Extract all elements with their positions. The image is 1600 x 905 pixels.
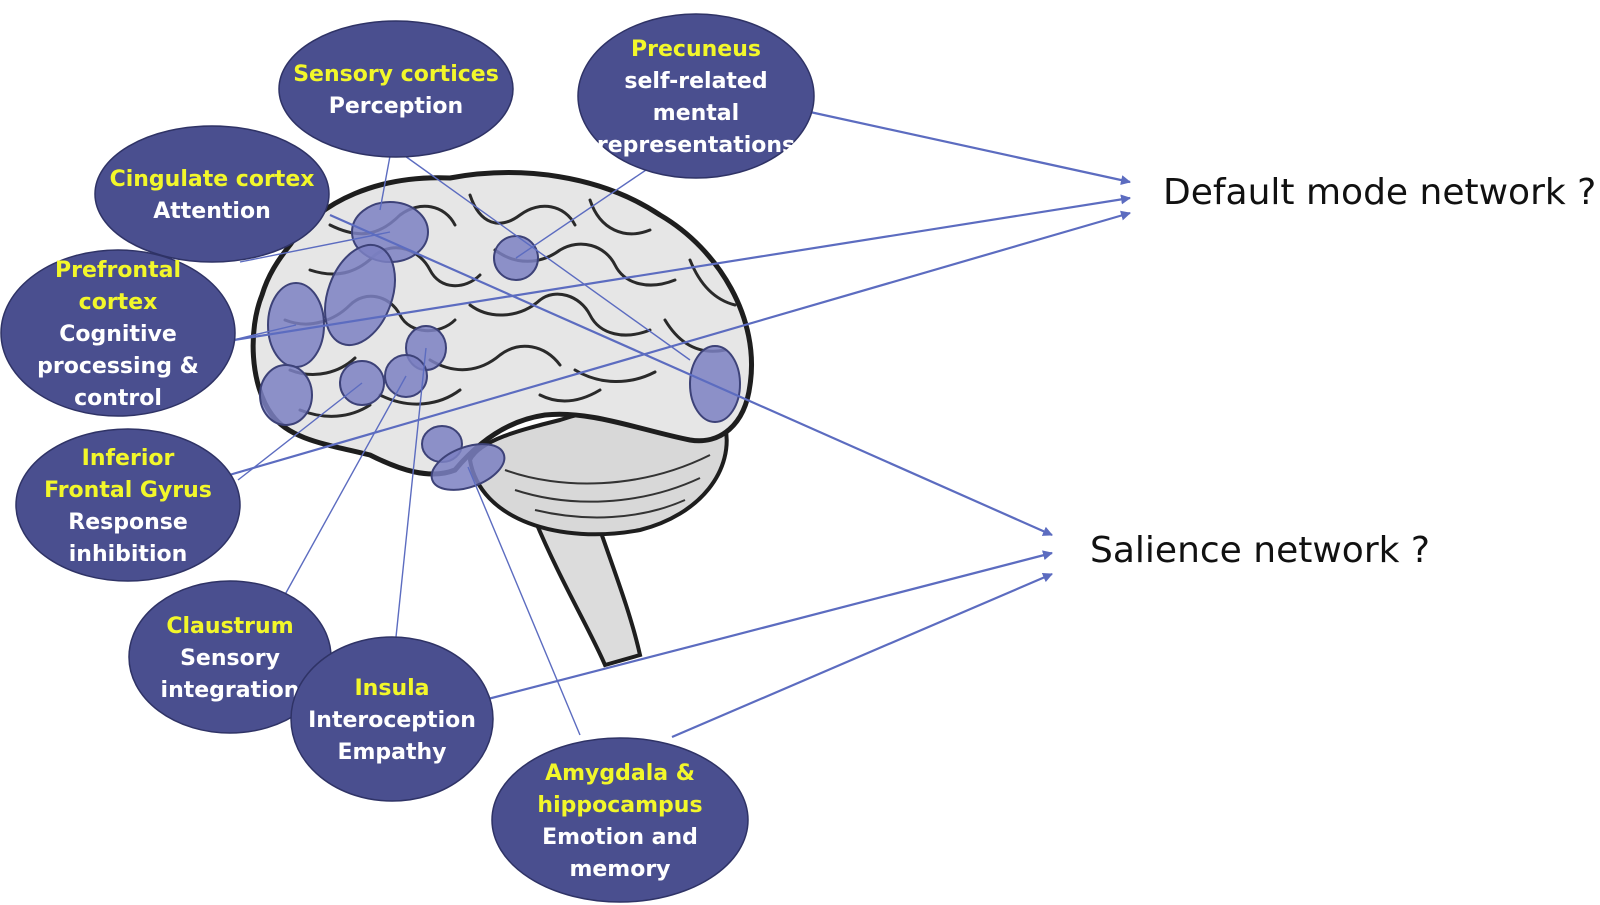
- oval-shape: [278, 20, 514, 158]
- arrow-amygdala-salience: [671, 572, 1053, 739]
- region-description: Attention: [153, 199, 270, 224]
- region-description: memory: [569, 857, 670, 882]
- region-description: Response: [68, 510, 188, 535]
- arrow-prefrontal-dmn: [233, 194, 1131, 342]
- region-title: cortex: [79, 290, 158, 315]
- connector-cingulate: [239, 231, 391, 263]
- cerebellum: [467, 403, 729, 537]
- brain-stem: [532, 512, 643, 668]
- arrow-insula-salience: [483, 550, 1053, 702]
- salience-network-label: Salience network ?: [1090, 530, 1431, 571]
- region-highlight-occipital: [689, 345, 741, 423]
- region-ovals: Precuneus self-related mental representatio…: [0, 13, 815, 903]
- arrow-ifg-dmn: [211, 210, 1131, 482]
- region-highlight-sensory: [324, 243, 396, 347]
- brain-illustration: [250, 170, 754, 668]
- region-description: representations: [597, 133, 795, 158]
- region-highlight-ifg: [259, 364, 313, 426]
- oval-shape: [0, 249, 236, 417]
- region-description: inhibition: [69, 542, 188, 567]
- region-description: Cognitive: [59, 322, 177, 347]
- connector-insula: [395, 347, 427, 638]
- region-title: hippocampus: [537, 793, 702, 818]
- region-title: Insula: [355, 676, 430, 701]
- region-oval-precuneus: Precuneus self-related mental representatio…: [577, 13, 815, 179]
- region-connectors: [232, 155, 691, 736]
- oval-shape: [15, 428, 241, 582]
- default-mode-network-label: Default mode network ?: [1163, 172, 1597, 213]
- region-title: Cingulate cortex: [110, 167, 315, 192]
- connector-ifg: [237, 382, 363, 481]
- region-description: control: [74, 386, 162, 411]
- region-title: Claustrum: [166, 614, 293, 639]
- connector-sensory-b: [404, 155, 691, 361]
- region-description: Interoception: [308, 708, 476, 733]
- oval-shape: [491, 737, 749, 903]
- connector-claustrum: [281, 375, 407, 601]
- region-description: self-related: [624, 69, 767, 94]
- oval-shape: [577, 13, 815, 179]
- region-description: integration: [161, 678, 300, 703]
- region-title: Precuneus: [631, 37, 761, 62]
- connector-amygdala: [467, 466, 581, 736]
- region-description: Perception: [329, 94, 463, 119]
- region-description: Sensory: [180, 646, 280, 671]
- region-title: Prefrontal: [55, 258, 181, 283]
- network-arrows: [211, 110, 1131, 739]
- region-title: Frontal Gyrus: [44, 478, 212, 503]
- region-title: Inferior: [82, 446, 175, 471]
- arrow-precuneus-dmn: [809, 110, 1131, 185]
- connector-sensory-a: [379, 155, 391, 211]
- oval-shape: [290, 636, 494, 802]
- region-title: Sensory cortices: [293, 62, 499, 87]
- oval-shape: [94, 125, 330, 263]
- connector-precuneus: [515, 169, 647, 259]
- arrow-cingulate-salience: [329, 213, 1053, 537]
- region-description: Emotion and: [542, 825, 698, 850]
- region-description: mental: [653, 101, 739, 126]
- region-description: Empathy: [337, 740, 446, 765]
- region-title: Amygdala &: [545, 761, 695, 786]
- region-description: processing &: [37, 354, 199, 379]
